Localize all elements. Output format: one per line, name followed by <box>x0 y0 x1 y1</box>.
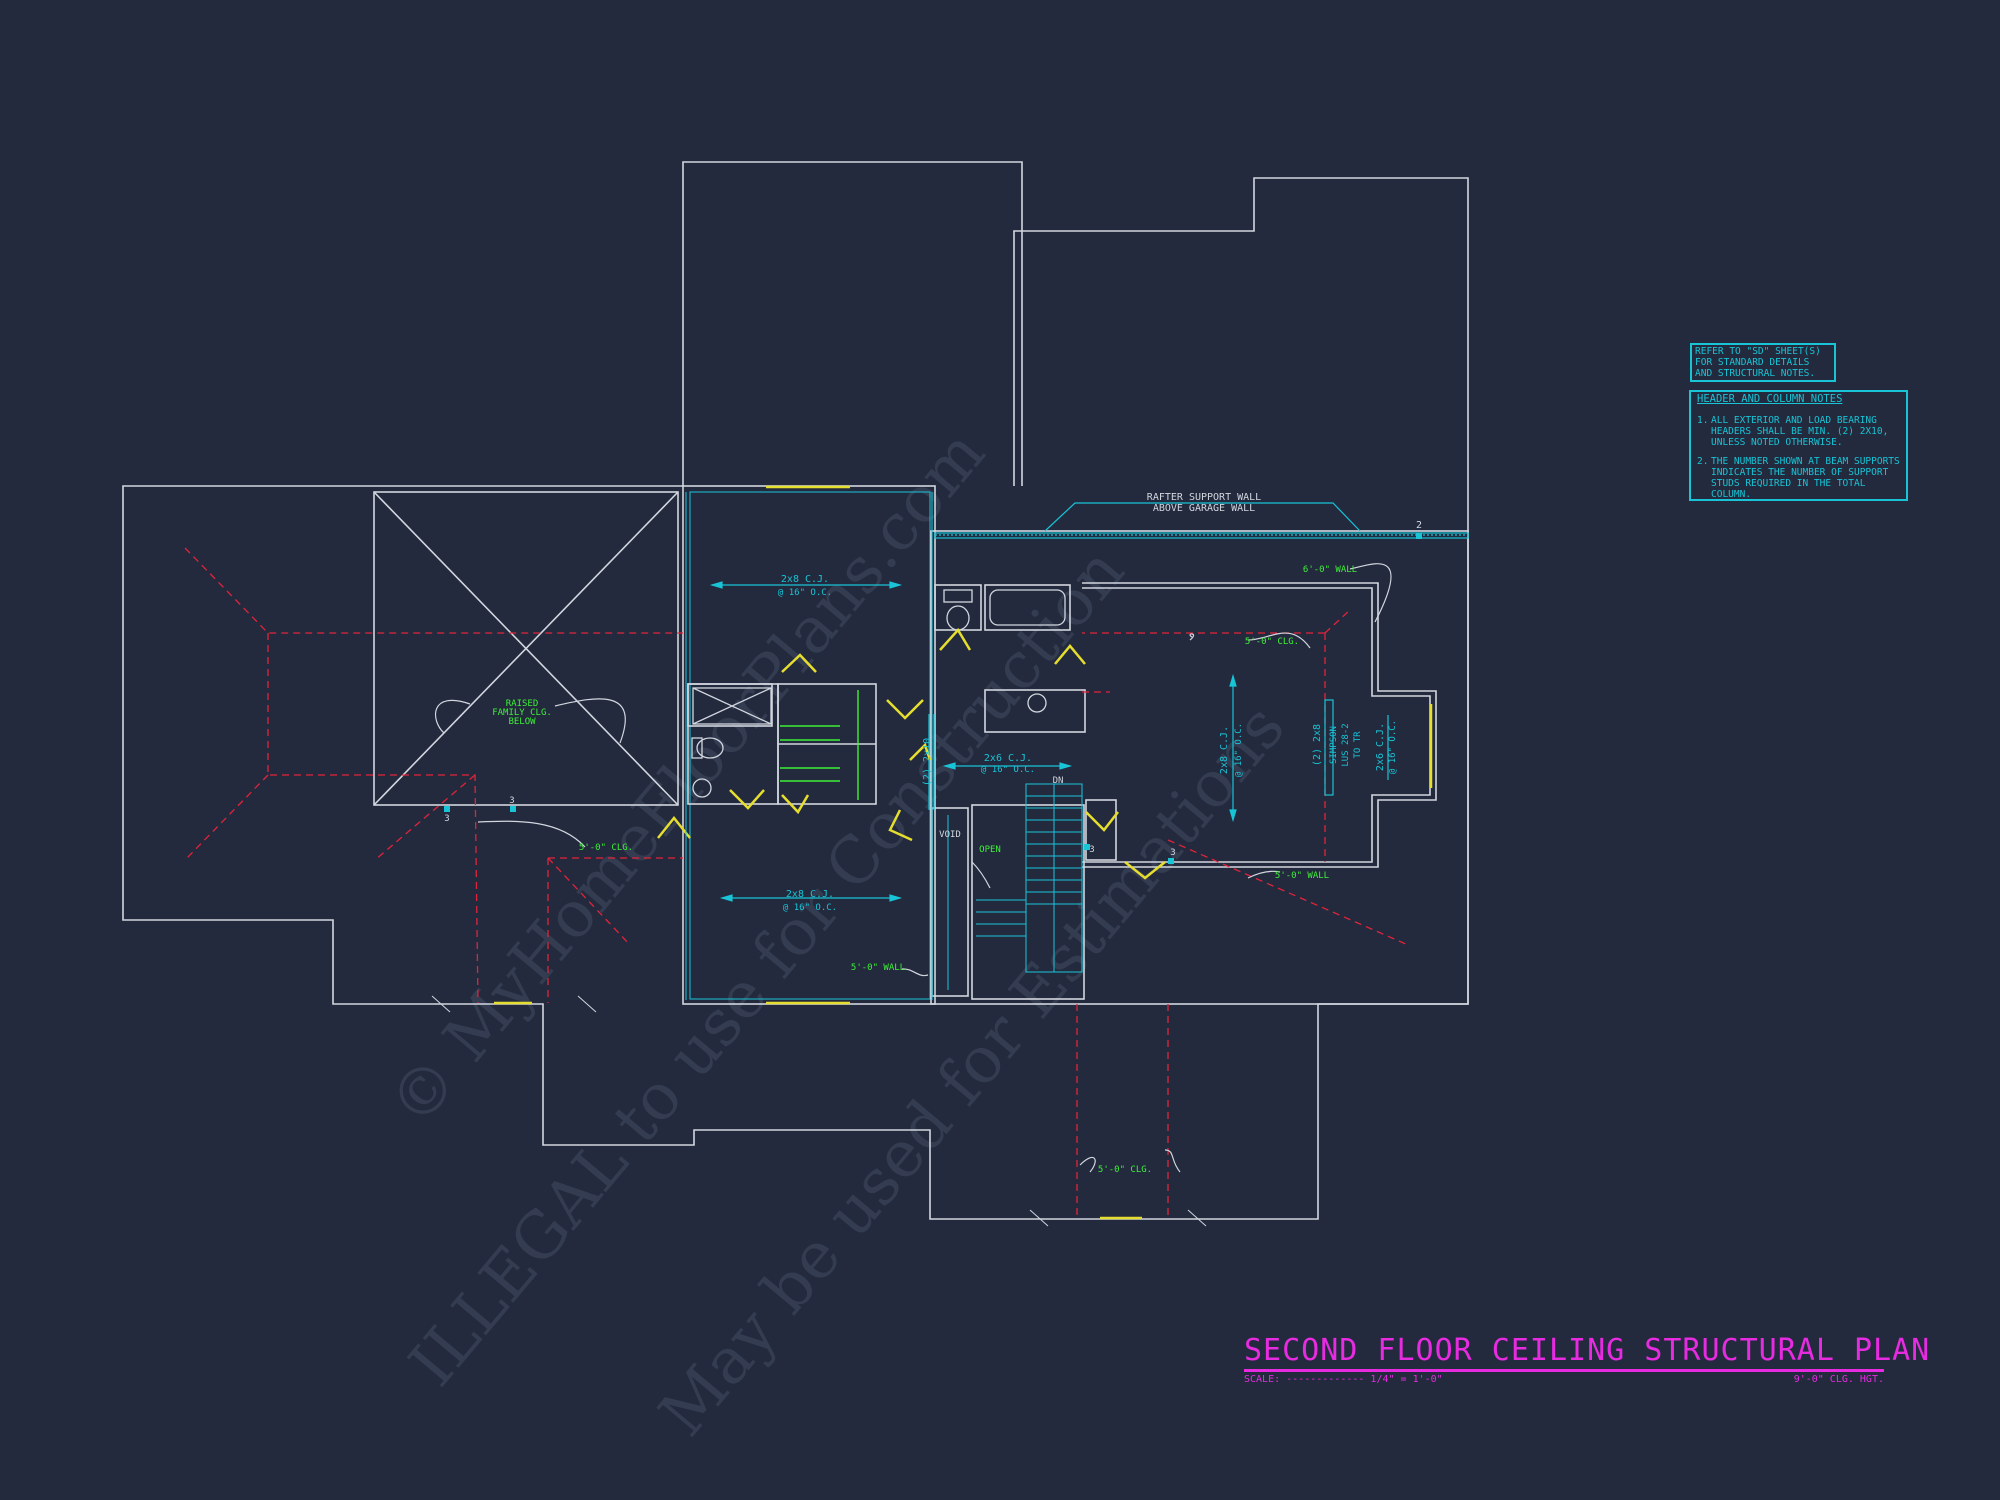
cj-spacing-1: @ 16" O.C. <box>778 588 832 598</box>
header-column-notes: HEADER AND COLUMN NOTES 1. ALL EXTERIOR … <box>1689 390 1908 501</box>
cj-spacing-2: @ 16" O.C. <box>783 903 837 913</box>
clg-label-2: 5'-0" CLG. <box>579 843 633 853</box>
refer-note-box: REFER TO "SD" SHEET(S) FOR STANDARD DETA… <box>1690 343 1836 382</box>
rafter-label-2: ABOVE GARAGE WALL <box>1153 503 1255 514</box>
clg-label-3: 5'-0" CLG. <box>1098 1165 1152 1175</box>
cj-spacing-3: @ 16" O.C. <box>981 765 1035 775</box>
cj-spacing-5: @ 16" O.C. <box>1388 720 1398 774</box>
header-2x8: (2) 2x8 <box>1312 724 1323 766</box>
post-label-3c: 3 <box>1170 848 1175 858</box>
wall-6-label: 6'-0" WALL <box>1303 565 1357 575</box>
posts <box>444 533 1422 864</box>
void-label: VOID <box>939 830 961 840</box>
post-label-3a: 3 <box>509 796 514 806</box>
raised-label-2: FAMILY CLG. <box>492 708 552 718</box>
doors <box>494 485 1433 1220</box>
header-2x10: (2) 2x10 <box>922 738 933 786</box>
scale-label: SCALE: ------------- 1/4" = 1'-0" <box>1244 1374 1443 1385</box>
post-label-3b: 3 <box>444 814 449 824</box>
refer-note-line-3: AND STRUCTURAL NOTES. <box>1695 368 1816 379</box>
post-label-3d: 3 <box>1089 845 1094 855</box>
plan-labels: RAFTER SUPPORT WALL ABOVE GARAGE WALL 2 … <box>444 492 1422 1175</box>
ceiling-height-label: 9'-0" CLG. HGT. <box>1793 1374 1884 1385</box>
raised-label-1: RAISED <box>506 699 539 709</box>
refer-note-line-2: FOR STANDARD DETAILS <box>1695 357 1810 368</box>
note-text-1: ALL EXTERIOR AND LOAD BEARING HEADERS SH… <box>1711 415 1889 448</box>
stair <box>947 783 1083 990</box>
note-item-1: 1. ALL EXTERIOR AND LOAD BEARING HEADERS… <box>1697 415 1902 448</box>
note-number-1: 1. <box>1697 415 1709 426</box>
hatched-walls <box>685 492 933 1000</box>
note-item-2: 2. THE NUMBER SHOWN AT BEAM SUPPORTS IND… <box>1697 456 1902 500</box>
post-label: 2 <box>1416 520 1422 531</box>
cj-label-4: 2x8 C.J. <box>1219 726 1230 774</box>
break-marks <box>431 995 1207 1227</box>
title-subline: SCALE: ------------- 1/4" = 1'-0" 9'-0" … <box>1244 1374 1884 1385</box>
clg-label-1: 5'-0" CLG. <box>1245 637 1299 647</box>
structural-members <box>709 502 1469 902</box>
cj-label-2: 2x8 C.J. <box>786 889 834 900</box>
notes-heading: HEADER AND COLUMN NOTES <box>1697 393 1843 405</box>
stair-label: DN <box>1053 776 1064 786</box>
fixtures <box>691 589 1066 798</box>
leaders <box>434 563 1392 1173</box>
open-label: OPEN <box>979 845 1001 855</box>
watermark: © MyHomeFloorPlans.com ILLEGAL to use fo… <box>376 417 1300 1451</box>
wall-5-label-1: 5'-0" WALL <box>1275 871 1329 881</box>
closet-shelves <box>780 690 859 800</box>
simpson-3: TO TR <box>1353 731 1363 759</box>
roof-outline <box>122 161 1469 1220</box>
sheet-title: SECOND FLOOR CEILING STRUCTURAL PLAN <box>1244 1333 1929 1372</box>
simpson-2: LUS 28-2 <box>1341 723 1351 766</box>
cj-spacing-4: @ 16" O.C. <box>1234 723 1244 777</box>
cj-label-3: 2x6 C.J. <box>984 753 1032 764</box>
simpson-1: SIMPSON <box>1329 726 1339 764</box>
title-block: SECOND FLOOR CEILING STRUCTURAL PLAN SCA… <box>1244 1333 1929 1385</box>
rafter-label-1: RAFTER SUPPORT WALL <box>1147 492 1261 503</box>
cj-label-5: 2x6 C.J. <box>1375 723 1386 771</box>
refer-note-line-1: REFER TO "SD" SHEET(S) <box>1695 346 1821 357</box>
note-number-2: 2. <box>1697 456 1709 467</box>
raised-label-3: BELOW <box>508 717 536 727</box>
note-text-2: THE NUMBER SHOWN AT BEAM SUPPORTS INDICA… <box>1711 456 1900 500</box>
wall-5-label-2: 5'-0" WALL <box>851 963 905 973</box>
cj-label-1: 2x8 C.J. <box>781 574 829 585</box>
